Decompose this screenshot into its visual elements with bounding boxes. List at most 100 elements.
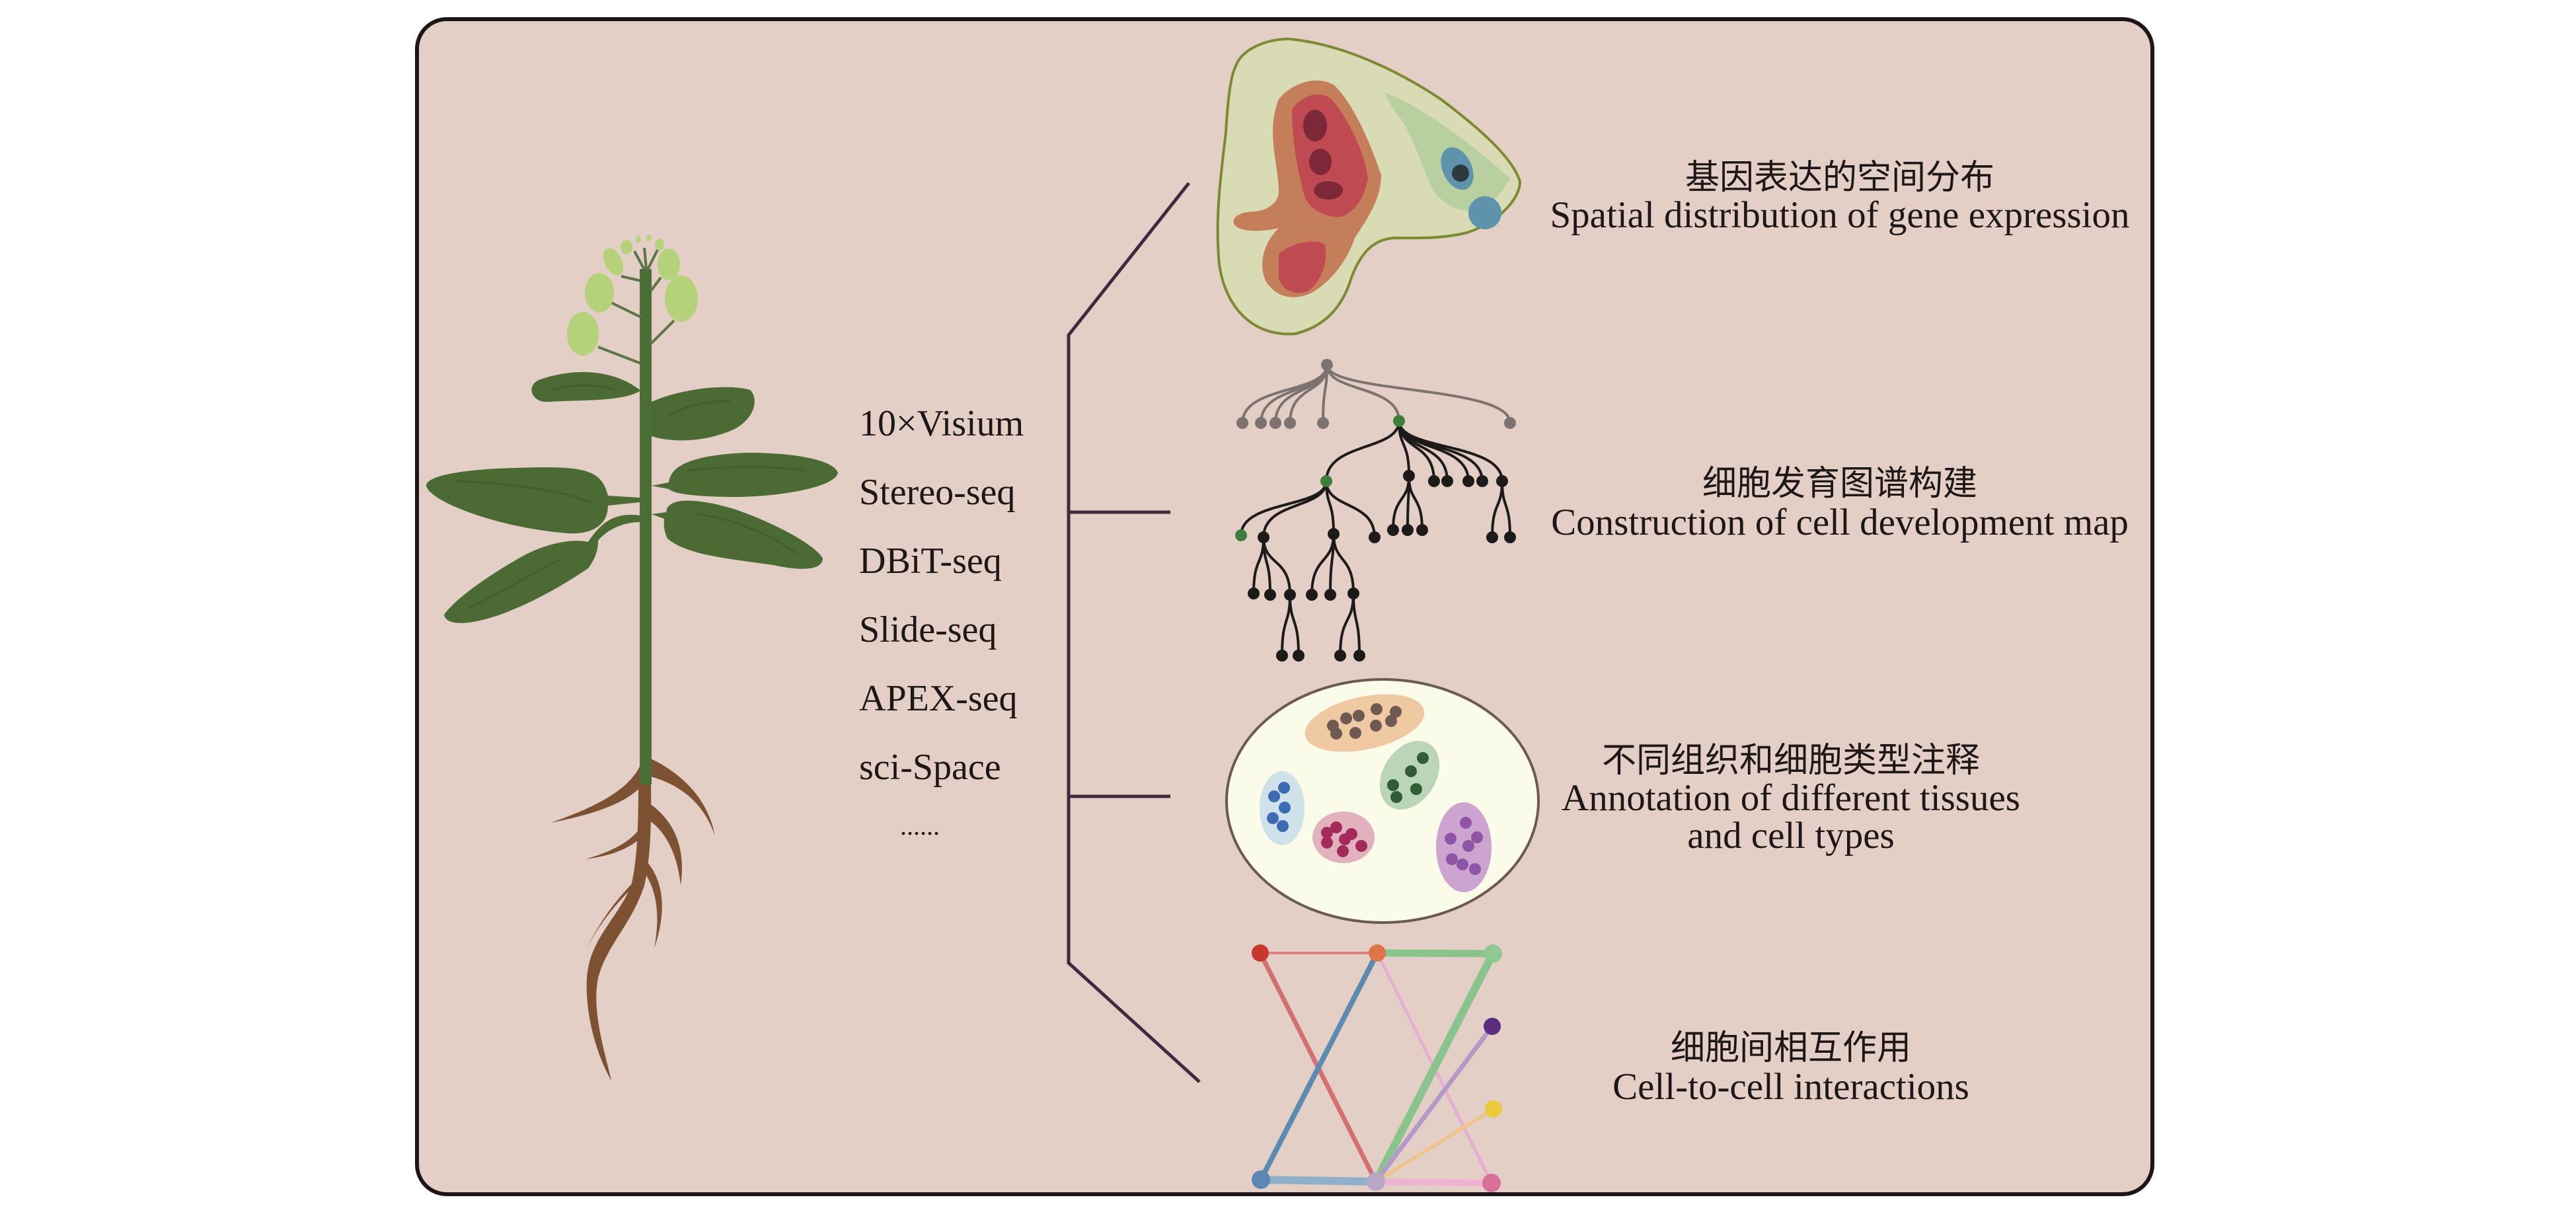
cell-dot <box>1410 783 1422 795</box>
lineage-edge <box>1325 420 1400 482</box>
cell-dot <box>1460 817 1472 829</box>
application-label-development: 细胞发育图谱构建 Construction of cell developmen… <box>1542 467 2137 541</box>
cell-dot <box>1457 858 1468 870</box>
cell-dot <box>1268 790 1280 802</box>
lineage-edge <box>1398 420 1503 482</box>
cell-dot <box>1462 840 1474 852</box>
cell-dot <box>1278 782 1290 794</box>
cell-node <box>1369 944 1386 962</box>
lineage-node <box>1236 417 1248 429</box>
interaction-edge <box>1258 950 1380 1182</box>
lineage-edge <box>1252 537 1265 594</box>
label-zh: 细胞间相互作用 <box>1670 1028 1911 1068</box>
expression-hotspot <box>1452 165 1469 182</box>
label-zh: 细胞发育图谱构建 <box>1702 464 1977 504</box>
lineage-edge <box>1491 480 1503 538</box>
lineage-node <box>1324 589 1336 601</box>
cell-dot <box>1337 845 1349 857</box>
leaf <box>652 500 823 569</box>
lineage-node <box>1476 475 1488 487</box>
cell-dot <box>1330 728 1342 740</box>
lineage-node <box>1269 417 1281 429</box>
leaf-veins <box>455 384 807 609</box>
cell-type-clusters-icon <box>1225 678 1540 924</box>
cell-dot <box>1267 812 1279 824</box>
lineage-node <box>1347 588 1359 599</box>
interaction-edge <box>1372 950 1497 1186</box>
cell-dot <box>1371 703 1383 715</box>
flower-bud <box>621 240 632 254</box>
cell-dot <box>1469 863 1481 875</box>
cell-dot <box>1349 727 1361 739</box>
plant-stem <box>640 269 652 784</box>
lineage-node <box>1284 417 1296 429</box>
application-label-annotation: 不同组织和细胞类型注释 Annotation of different tiss… <box>1520 743 2062 855</box>
expression-zone-blue <box>1468 196 1501 229</box>
lineage-node <box>1496 475 1508 487</box>
leaf <box>426 467 640 534</box>
cell-dot <box>1321 827 1333 839</box>
cell-dot <box>1277 820 1289 832</box>
bracket-main <box>1067 182 1201 1083</box>
lineage-node <box>1334 650 1346 662</box>
cell-dot <box>1385 715 1397 727</box>
flower-buds <box>567 235 698 356</box>
cell-dot <box>1330 821 1342 833</box>
interaction-network-icon <box>1252 944 1502 1192</box>
lineage-edge <box>1262 537 1291 595</box>
lineage-node <box>1486 531 1498 543</box>
lineage-node <box>1255 417 1267 429</box>
taproot <box>586 783 652 1081</box>
cell-dot <box>1446 853 1458 865</box>
leaves <box>426 372 838 623</box>
cell-dot <box>1340 712 1352 724</box>
lateral-root <box>585 826 644 859</box>
method-ellipsis: ...... <box>900 811 940 841</box>
interaction-edge <box>1373 1178 1495 1186</box>
interaction-edge <box>1257 1176 1380 1186</box>
cell-dot <box>1390 791 1402 803</box>
lineage-node <box>1320 475 1332 487</box>
lineage-node <box>1258 531 1269 543</box>
flower-bud <box>567 312 599 356</box>
lineage-node <box>1248 588 1260 599</box>
plant-illustration <box>426 235 838 1081</box>
application-label-interactions: 细胞间相互作用 Cell-to-cell interactions <box>1520 1031 2062 1106</box>
lineage-node <box>1293 650 1305 662</box>
lineage-edge <box>1326 364 1400 422</box>
lineage-edge <box>1325 480 1376 538</box>
flower-bud <box>585 273 614 313</box>
label-en: Cell-to-cell interactions <box>1612 1066 1969 1108</box>
interaction-edge <box>1373 949 1497 958</box>
bracket-connector <box>1067 182 1201 1083</box>
lineage-edge <box>1240 480 1328 536</box>
lineage-node <box>1428 475 1440 487</box>
cell-dot <box>1445 833 1457 845</box>
cell-dot <box>1405 765 1417 777</box>
cell-dot <box>1390 706 1402 718</box>
flower-bud <box>636 236 641 243</box>
lineage-node <box>1403 470 1415 482</box>
lineage-node <box>1462 475 1474 487</box>
cell-node <box>1252 944 1269 962</box>
lateral-root <box>585 882 633 952</box>
lineage-node <box>1306 589 1318 601</box>
lineage-node <box>1284 589 1296 601</box>
interaction-edge <box>1374 1107 1496 1184</box>
lineage-edge <box>1501 480 1511 538</box>
lineage-node <box>1317 417 1329 429</box>
lateral-root <box>648 803 682 886</box>
cell-node <box>1484 944 1502 963</box>
cell-dot <box>1370 720 1382 732</box>
method-item: DBiT-seq <box>859 541 1002 582</box>
label-zh: 基因表达的空间分布 <box>1685 158 1994 198</box>
lineage-node <box>1321 359 1333 371</box>
method-item: APEX-seq <box>859 678 1018 719</box>
lineage-edge <box>1332 533 1355 594</box>
lineage-edge <box>1326 364 1511 424</box>
lateral-root <box>651 759 715 836</box>
lineage-tree-icon <box>1235 359 1516 662</box>
lateral-root <box>550 767 644 823</box>
lineage-node <box>1387 524 1399 536</box>
lineage-edge <box>1262 480 1328 538</box>
